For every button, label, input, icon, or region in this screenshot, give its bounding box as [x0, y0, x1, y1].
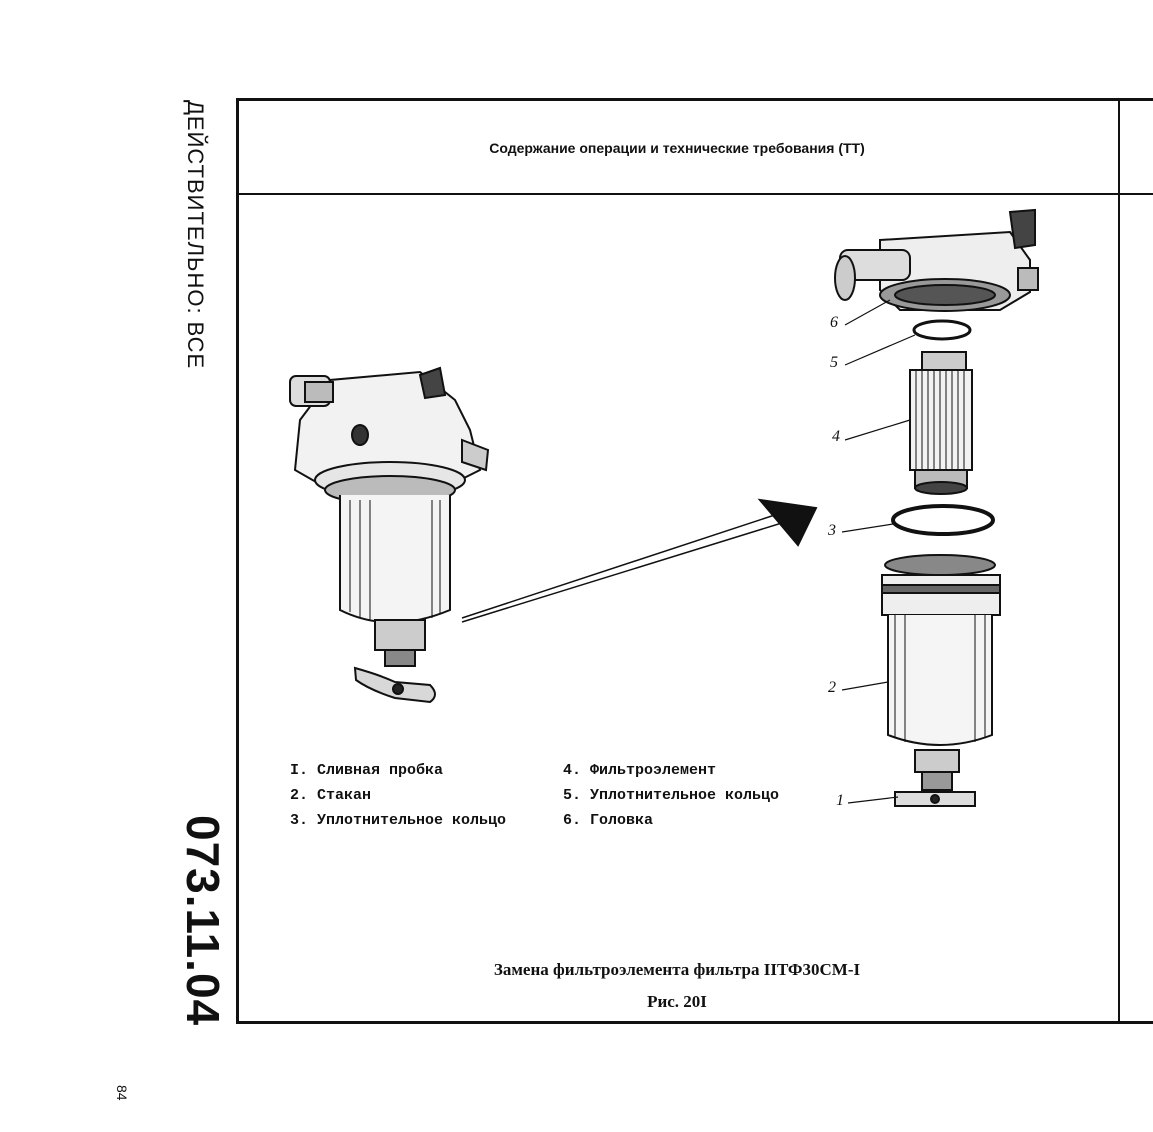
legend-left-column: I. Сливная пробка 2. Стакан 3. Уплотните…	[290, 758, 506, 833]
callout-4: 4	[832, 428, 840, 445]
effectivity-label: ДЕЙСТВИТЕЛЬНО: ВСЕ	[183, 100, 208, 370]
legend-item: 6. Головка	[563, 812, 654, 829]
page-frame	[236, 98, 1153, 1024]
legend-item: 5. Уплотнительное кольцо	[563, 787, 780, 804]
direction-arrow	[461, 498, 818, 623]
legend-item: 4. Фильтроэлемент	[563, 762, 717, 779]
part-3-large-o-ring	[891, 504, 995, 536]
legend-item: 3. Уплотнительное кольцо	[290, 812, 507, 829]
part-2-bowl	[881, 554, 1001, 746]
callout-5: 5	[830, 354, 838, 371]
part-1-drain-plug	[894, 749, 976, 807]
legend-right-column: 4. Фильтроэлемент 5. Уплотнительное коль…	[563, 758, 779, 833]
part-5-small-o-ring	[912, 319, 972, 341]
callout-1: 1	[836, 792, 844, 809]
legend-item: 2. Стакан	[290, 787, 372, 804]
document-code: 073.11.04	[177, 815, 229, 1027]
header-divider	[236, 193, 1153, 195]
assembled-filter-drawing	[289, 366, 490, 704]
callout-6: 6	[830, 314, 838, 331]
callout-3: 3	[828, 522, 836, 539]
legend-item: I. Сливная пробка	[290, 762, 444, 779]
part-6-head	[834, 208, 1039, 312]
section-header: Содержание операции и технические требов…	[489, 140, 865, 156]
part-4-filter-element	[909, 351, 973, 495]
right-column-rule	[1118, 98, 1120, 1024]
callout-leaders	[841, 299, 916, 804]
callout-2: 2	[828, 679, 836, 696]
figure-number: Рис. 20I	[647, 992, 707, 1011]
figure-title: Замена фильтроэлемента фильтра IIТФ30СМ-…	[493, 960, 861, 979]
